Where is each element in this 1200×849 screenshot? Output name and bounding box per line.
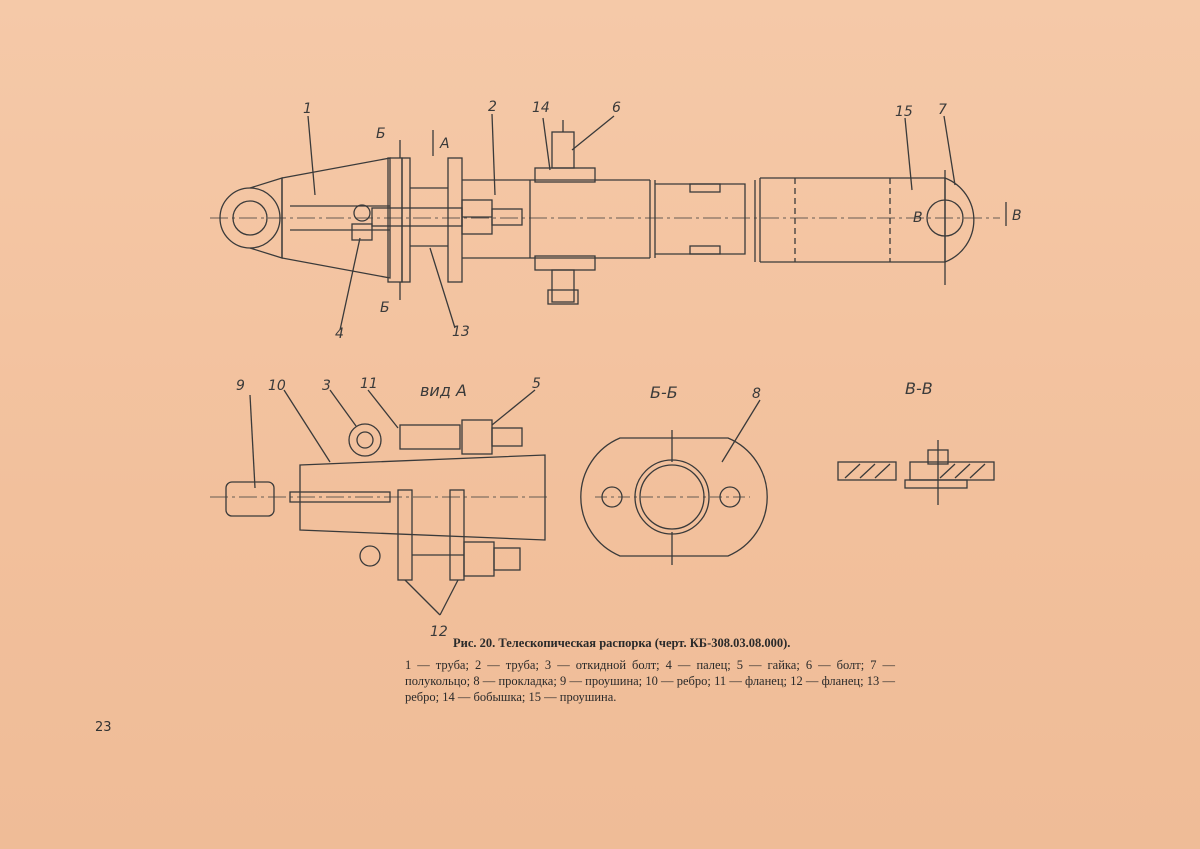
callout-12: 12 bbox=[430, 624, 448, 640]
callout-14: 14 bbox=[532, 100, 550, 116]
section-vv bbox=[837, 440, 995, 505]
caption-legend: 1 — труба; 2 — труба; 3 — откидной болт;… bbox=[405, 658, 895, 704]
page-number: 23 bbox=[95, 720, 112, 735]
section-vv-title: В-В bbox=[905, 379, 933, 398]
callout-1: 1 bbox=[303, 101, 312, 117]
cut-marker-b-bottom: Б bbox=[380, 300, 390, 316]
callout-15: 15 bbox=[895, 104, 913, 120]
callout-7: 7 bbox=[938, 102, 947, 118]
cut-marker-b-top: Б bbox=[376, 126, 386, 142]
callout-11: 11 bbox=[360, 376, 378, 392]
view-a-title: вид А bbox=[420, 381, 467, 400]
view-a bbox=[210, 389, 550, 616]
section-bb bbox=[580, 399, 768, 565]
callout-6: 6 bbox=[612, 100, 621, 116]
cut-marker-v: В bbox=[1012, 208, 1022, 224]
callout-8: 8 bbox=[752, 386, 761, 402]
callout-9: 9 bbox=[236, 378, 245, 394]
inner-marker-v: В bbox=[913, 210, 923, 226]
figure-caption: Рис. 20. Телескопическая распорка (черт.… bbox=[405, 635, 895, 705]
callout-2: 2 bbox=[488, 99, 497, 115]
cut-marker-a: А bbox=[439, 136, 450, 152]
section-bb-title: Б-Б bbox=[650, 383, 678, 402]
caption-title: Рис. 20. Телескопическая распорка (черт.… bbox=[453, 636, 791, 650]
callout-3: 3 bbox=[322, 378, 331, 394]
callout-5: 5 bbox=[532, 376, 541, 392]
main-assembly-view bbox=[210, 113, 1007, 331]
callout-4: 4 bbox=[335, 326, 344, 342]
callout-13: 13 bbox=[452, 324, 470, 340]
callout-10: 10 bbox=[268, 378, 286, 394]
